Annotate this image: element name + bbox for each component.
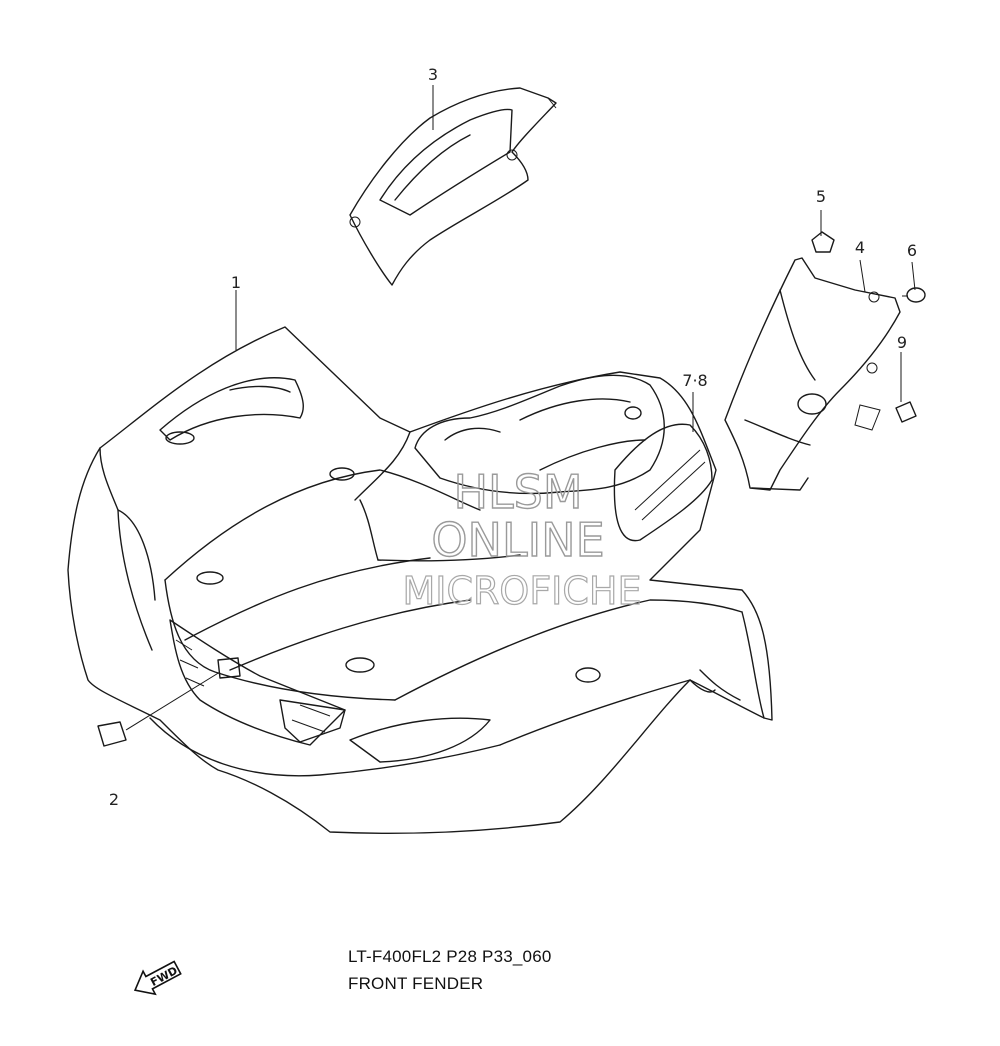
callout-7-8: 7·8 [682, 371, 707, 390]
top-cover-part [349, 87, 557, 286]
leader-lines [235, 85, 916, 432]
diagram-title: FRONT FENDER [348, 974, 484, 993]
screw-part-6 [902, 287, 926, 303]
callout-5: 5 [816, 187, 826, 206]
watermark-line-1: HLSM [453, 465, 582, 519]
nut-part-5 [811, 231, 835, 253]
watermark-line-3: MICROFICHE [402, 569, 641, 613]
front-fender-part [67, 326, 773, 834]
diagram-code: LT-F400FL2 P28 P33_060 [348, 947, 552, 966]
callout-1: 1 [231, 273, 241, 292]
callout-6: 6 [907, 241, 917, 260]
fwd-arrow-icon: FWD [133, 960, 182, 996]
side-cover-part [724, 257, 901, 491]
callout-9: 9 [897, 333, 907, 352]
watermark: HLSM ONLINE MICROFICHE [402, 464, 642, 613]
watermark-line-2: ONLINE [431, 513, 604, 567]
callout-4: 4 [855, 238, 865, 257]
callout-3: 3 [428, 65, 438, 84]
callout-2: 2 [109, 790, 119, 809]
screw-part-9 [895, 401, 917, 423]
